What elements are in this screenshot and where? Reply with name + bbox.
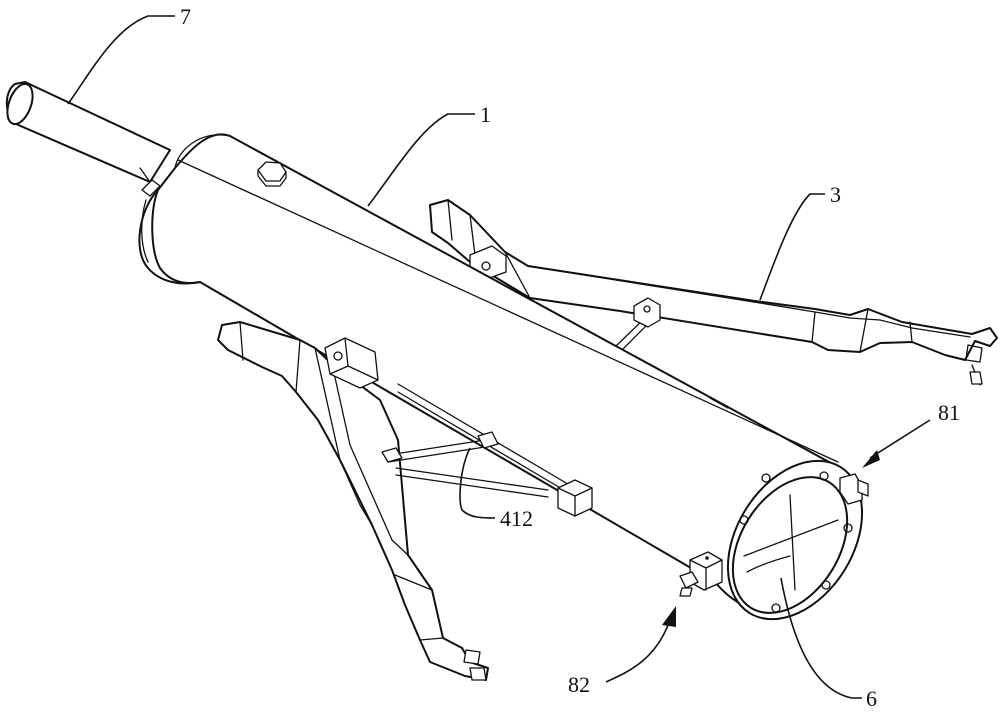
label-7: 7 — [180, 4, 191, 29]
support-frame — [381, 383, 593, 517]
sensor-81 — [839, 473, 869, 505]
label-3: 3 — [830, 182, 841, 207]
rear-bracket — [429, 199, 998, 386]
end-flange — [726, 459, 864, 621]
front-bracket — [217, 321, 489, 681]
label-81: 81 — [938, 400, 960, 425]
exhaust-pipe — [5, 81, 171, 197]
leader-lines — [67, 15, 931, 699]
label-82: 82 — [568, 672, 590, 697]
label-6: 6 — [866, 686, 877, 711]
sensor-82 — [679, 551, 723, 597]
reference-numerals: 7 1 3 81 412 82 6 — [180, 4, 960, 711]
label-1: 1 — [480, 102, 491, 127]
label-412: 412 — [500, 506, 533, 531]
